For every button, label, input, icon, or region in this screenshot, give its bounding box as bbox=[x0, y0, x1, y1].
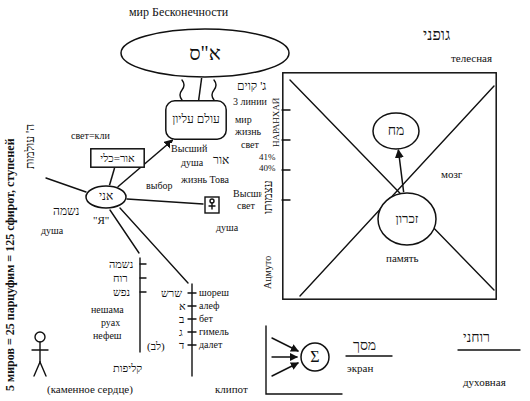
node-text: א"ס bbox=[189, 42, 221, 65]
note-label: (каменное сердце) bbox=[46, 383, 134, 396]
note-label: "Я" bbox=[92, 214, 110, 227]
memory-circle: זכרון bbox=[377, 192, 437, 246]
connector bbox=[398, 150, 403, 192]
note-label: клипот bbox=[214, 383, 249, 396]
note-label: שרש bbox=[160, 287, 183, 300]
note-label: א bbox=[178, 300, 187, 313]
outline-ellipse bbox=[378, 193, 436, 245]
vertical-note: Ацмуто bbox=[262, 255, 274, 290]
node-text: אור=כלי bbox=[100, 152, 134, 165]
node-text: телесная bbox=[450, 52, 493, 65]
vertical-note: НАРАНХАЙ bbox=[271, 97, 281, 148]
node-text: זכרון bbox=[395, 212, 418, 227]
note-label: אור bbox=[212, 154, 230, 168]
note-label: нефеш bbox=[92, 330, 123, 342]
note-label: жизнь Това bbox=[180, 174, 230, 186]
note-label: мир bbox=[234, 114, 253, 126]
vertical-note: 5 миров = 25 парцуфим = 125 сфирот, ступ… bbox=[4, 137, 18, 392]
vertical-note: ה' עולמות bbox=[24, 123, 38, 170]
outline-rect bbox=[166, 101, 226, 139]
note-label: ג' קוים bbox=[236, 80, 267, 94]
connector bbox=[109, 168, 114, 185]
note-label: гимель bbox=[198, 326, 230, 338]
outline-ellipse bbox=[86, 186, 126, 208]
node-text: גופני bbox=[422, 26, 451, 44]
ein-sof-ellipse: א"ס bbox=[120, 28, 290, 78]
node-text: אני bbox=[99, 190, 113, 204]
note-label: נשמה bbox=[108, 258, 134, 271]
note-label: ב bbox=[178, 313, 185, 326]
node-outline bbox=[282, 72, 497, 300]
note-label: רוחני bbox=[462, 330, 491, 346]
note-label: алеф bbox=[198, 300, 221, 312]
note-label: רוח bbox=[112, 272, 129, 285]
outline-rect bbox=[91, 149, 144, 167]
self-ellipse: אני bbox=[85, 185, 127, 209]
note-label: ג bbox=[178, 326, 184, 339]
note-label: מסך bbox=[352, 338, 377, 354]
note-label: 40% bbox=[258, 163, 277, 173]
node-text: Σ bbox=[310, 348, 319, 366]
light-vessel-box: אור=כלי bbox=[90, 148, 145, 168]
outline-ellipse bbox=[121, 29, 289, 77]
note-label: духовная bbox=[462, 376, 507, 389]
note-label: Высший bbox=[170, 143, 208, 155]
note-label: экран bbox=[346, 362, 374, 375]
note-label: душа bbox=[40, 225, 64, 237]
note-label: свет bbox=[236, 200, 256, 212]
note-label: свет=кли bbox=[70, 130, 111, 142]
note-label: душа bbox=[215, 222, 239, 234]
note-label: руах bbox=[100, 317, 121, 329]
note-label: נשמה bbox=[52, 205, 80, 219]
note-label: קליפות bbox=[112, 362, 143, 375]
connector bbox=[199, 78, 202, 100]
note-label: נפש bbox=[112, 286, 131, 299]
outline-rect bbox=[283, 73, 496, 299]
node-text: עולם עליון bbox=[172, 113, 220, 127]
note-label: свет bbox=[240, 139, 260, 151]
note-label: бет bbox=[198, 313, 214, 325]
note-label: мозг bbox=[440, 168, 463, 181]
outline-ellipse bbox=[301, 343, 329, 371]
note-label: мир Бесконечности bbox=[128, 6, 229, 20]
note-label: выбор bbox=[145, 180, 174, 192]
note-label: далет bbox=[198, 339, 223, 351]
note-label: жизнь bbox=[234, 126, 262, 138]
note-label: (לב) bbox=[146, 340, 166, 353]
vertical-note: עצמותו bbox=[262, 179, 276, 215]
node-text: מח bbox=[388, 123, 405, 139]
note-label: 41% bbox=[258, 152, 277, 162]
outline-ellipse bbox=[373, 113, 419, 149]
sigma-circle: Σ bbox=[300, 342, 330, 372]
note-label: 3 линии bbox=[232, 96, 268, 108]
note-label: шореш bbox=[198, 287, 230, 299]
brain-circle: מח bbox=[372, 112, 420, 150]
note-label: ד bbox=[178, 339, 185, 352]
body-frame: גופניтелеснаяמחזכרון bbox=[282, 72, 497, 300]
upper-world-box: עולם עליון bbox=[165, 100, 227, 140]
note-label: нешама bbox=[90, 304, 125, 316]
note-label: память bbox=[385, 252, 420, 265]
note-label: душа bbox=[180, 157, 204, 169]
